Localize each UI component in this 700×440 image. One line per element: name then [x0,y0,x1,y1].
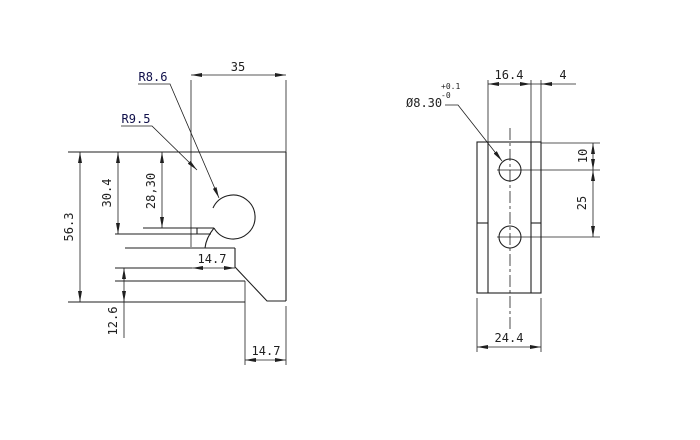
dim-label-hole-dia: Ø8.30 [406,96,442,110]
dim-label-35: 35 [231,60,245,74]
dim-label-4: 4 [559,68,566,82]
outline-slot-upper [143,227,214,234]
dim-label-16-4: 16.4 [495,68,524,82]
keyhole-circle-arc [212,194,256,240]
front-outer-rect [476,141,542,294]
dim-label-tolerance-minus: -0 [441,91,451,100]
dim-label-14-7-mid: 14.7 [198,252,227,266]
leader-line-r9-5 [121,125,198,171]
part-outline [68,151,287,303]
dim-label-r9-5: R9.5 [122,112,151,126]
dim-label-30-4: 30.4 [100,179,114,208]
side-profile-view: R8.6 R9.5 35 30.4 28,30 56.3 14.7 12.6 1… [62,60,287,365]
dim-label-tolerance-plus: +0.1 [441,82,460,91]
front-view: 16.4 4 Ø8.30 +0.1 -0 10 25 24.4 [406,68,600,352]
outline-lower-ledge [115,267,245,282]
dim-label-25: 25 [575,196,589,210]
part-outline-front [476,128,542,330]
dim-label-28-30: 28,30 [144,173,158,209]
leader-line-r8-6 [138,83,220,199]
dimension-lines-front [445,82,595,349]
dim-label-10: 10 [576,149,590,163]
leader-line-hole-dia [445,104,503,162]
outline-bottom-right-edge [234,248,286,302]
dim-label-12-6: 12.6 [106,307,120,336]
extension-lines-front [476,80,600,352]
dim-label-56-3: 56.3 [62,213,76,242]
dim-label-14-7-bottom: 14.7 [252,344,281,358]
dim-label-r8-6: R8.6 [139,70,168,84]
dimension-lines-side [78,73,286,362]
outline-slot-fillet [204,227,215,249]
dim-label-24-4: 24.4 [495,331,524,345]
